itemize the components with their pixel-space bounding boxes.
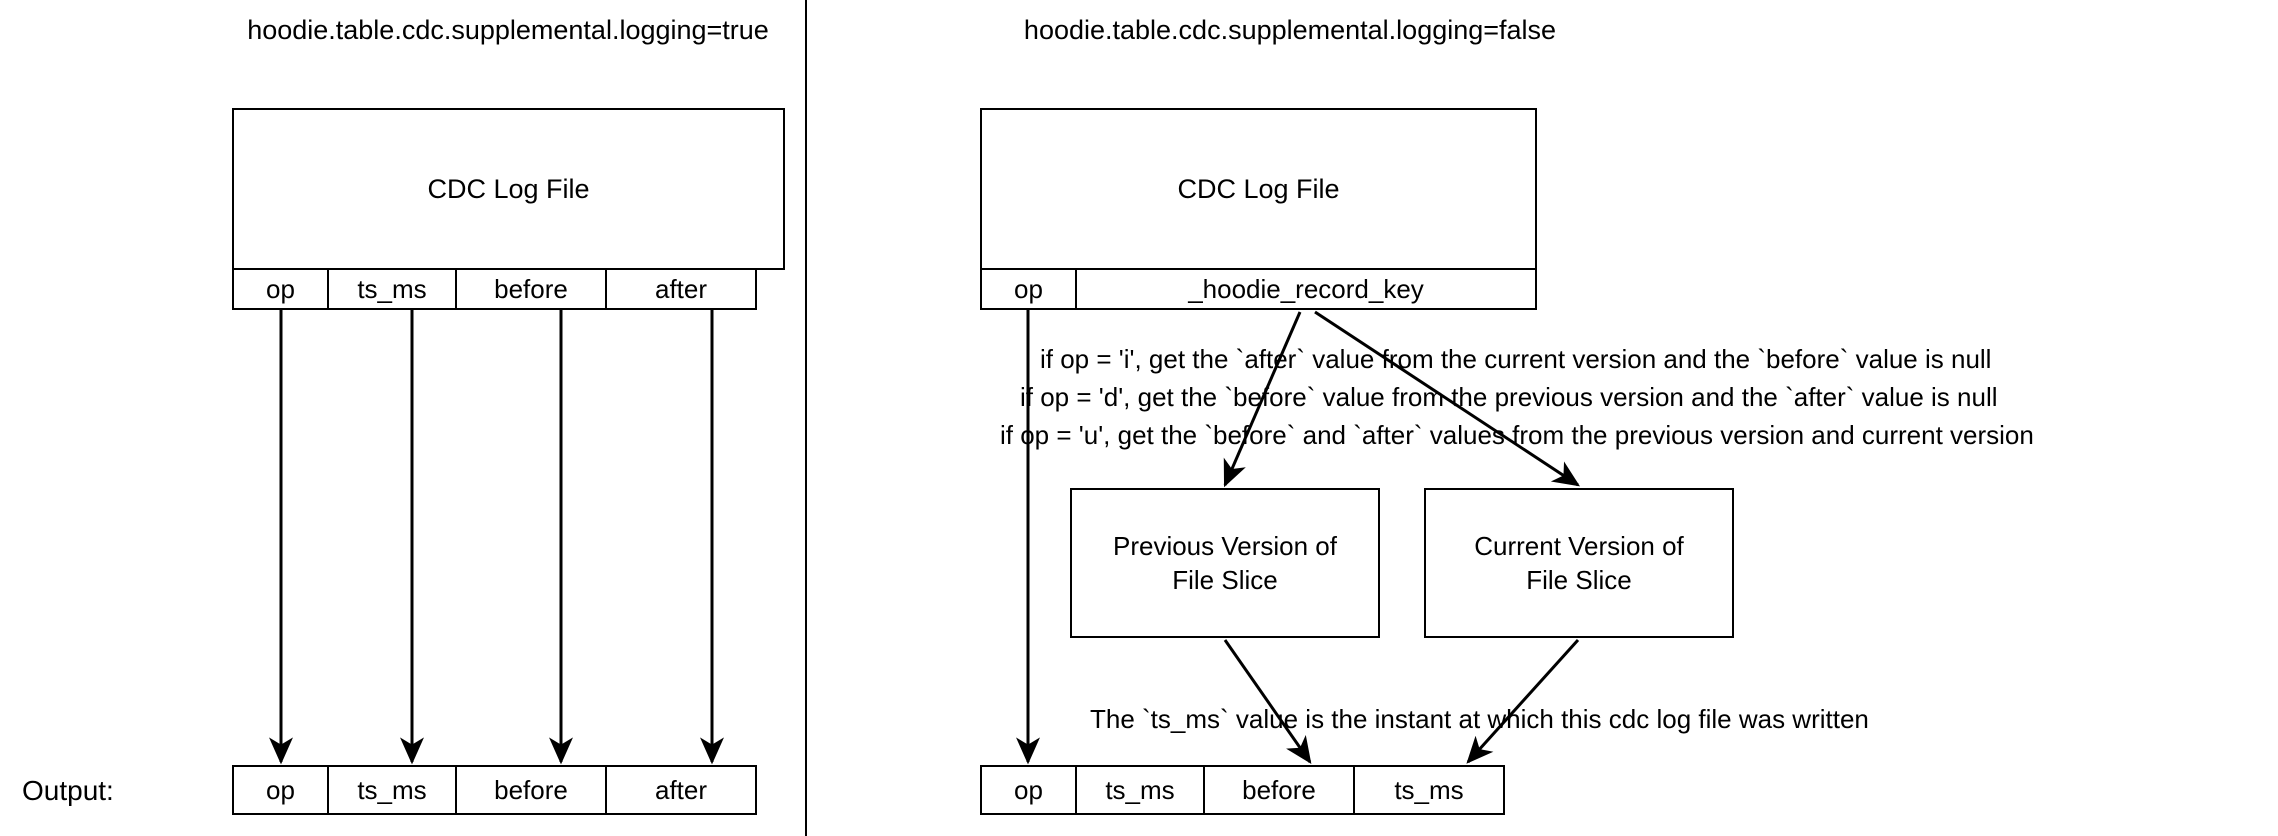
left-output-label-after: after	[654, 774, 708, 805]
current-version-of-file-slice-box: Current Version of File Slice	[1424, 488, 1734, 638]
left-schema-label-ts-ms: ts_ms	[357, 273, 427, 304]
left-output-label: Output:	[22, 775, 114, 806]
left-schema-label-before: before	[494, 273, 568, 304]
left-schema-row: op ts_ms before after	[232, 268, 757, 310]
right-cdc-log-file-box: CDC Log File	[980, 108, 1537, 270]
right-output-cell-ts-ms: ts_ms	[1075, 765, 1205, 815]
left-output-label-op: op	[266, 774, 295, 805]
right-output-label-op: op	[1014, 774, 1043, 805]
current-version-line-2: File Slice	[1526, 565, 1632, 595]
left-output-cell-ts-ms: ts_ms	[327, 765, 457, 815]
right-schema-cell-op: op	[980, 268, 1077, 310]
left-schema-cell-op: op	[232, 268, 329, 310]
left-output-cell-before: before	[455, 765, 607, 815]
left-cdc-log-file-box: CDC Log File	[232, 108, 785, 270]
right-output-label-ts-ms-2: ts_ms	[1394, 774, 1464, 805]
left-schema-cell-after: after	[605, 268, 757, 310]
previous-version-line-1: Previous Version of	[1112, 531, 1337, 561]
left-output-row: op ts_ms before after	[232, 765, 757, 815]
left-schema-label-after: after	[654, 273, 708, 304]
right-panel-title: hoodie.table.cdc.supplemental.logging=fa…	[1023, 15, 1557, 45]
right-cdc-log-file-label: CDC Log File	[1177, 173, 1340, 204]
left-cdc-log-file-label: CDC Log File	[427, 173, 590, 204]
right-note-line-1: if op = 'i', get the `after` value from …	[1040, 344, 1992, 374]
left-output-cell-after: after	[605, 765, 757, 815]
previous-version-line-2: File Slice	[1172, 565, 1278, 595]
left-output-label-before: before	[494, 774, 568, 805]
right-note-line-3: if op = 'u', get the `before` and `after…	[1000, 420, 2034, 450]
right-schema-label-hoodie-record-key: _hoodie_record_key	[1188, 273, 1424, 304]
previous-version-of-file-slice-box: Previous Version of File Slice	[1070, 488, 1380, 638]
left-schema-label-op: op	[266, 273, 295, 304]
ts-ms-note: The `ts_ms` value is the instant at whic…	[1090, 704, 1869, 734]
right-output-label-ts-ms: ts_ms	[1105, 774, 1175, 805]
left-output-cell-op: op	[232, 765, 329, 815]
right-output-label-before: before	[1242, 774, 1316, 805]
panel-divider	[805, 0, 807, 836]
right-schema-label-op: op	[1014, 273, 1043, 304]
right-schema-cell-hoodie-record-key: _hoodie_record_key	[1075, 268, 1537, 310]
right-output-cell-before: before	[1203, 765, 1355, 815]
right-note-line-2: if op = 'd', get the `before` value from…	[1020, 382, 1998, 412]
left-schema-cell-ts-ms: ts_ms	[327, 268, 457, 310]
right-schema-row: op _hoodie_record_key	[980, 268, 1537, 310]
right-output-row: op ts_ms before ts_ms	[980, 765, 1505, 815]
left-output-label-ts-ms: ts_ms	[357, 774, 427, 805]
right-output-cell-op: op	[980, 765, 1077, 815]
left-panel-title: hoodie.table.cdc.supplemental.logging=tr…	[247, 15, 769, 45]
right-output-cell-ts-ms-2: ts_ms	[1353, 765, 1505, 815]
left-schema-cell-before: before	[455, 268, 607, 310]
current-version-line-1: Current Version of	[1474, 531, 1684, 561]
